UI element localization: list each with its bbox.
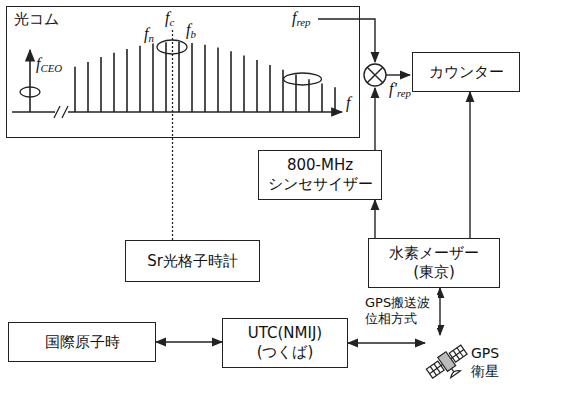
mixer-cross: [367, 67, 383, 83]
node-label: カウンター: [429, 63, 504, 82]
axis-break-mark: [62, 106, 68, 118]
arrow-connector: [156, 341, 222, 342]
comb-tooth: [126, 49, 128, 112]
comb-tooth: [243, 55, 245, 112]
comb-tooth: [282, 70, 284, 112]
comb-tooth: [269, 65, 271, 112]
comb-tooth: [217, 48, 219, 112]
arrow-connector: [348, 342, 425, 343]
comb-tooth: [152, 44, 154, 113]
mixer-symbol: [364, 64, 386, 86]
ceo-arrow: [29, 50, 31, 112]
frequency-label: fc: [165, 10, 174, 28]
satellite-node: GPS 衛星: [425, 335, 513, 395]
arrow-connector: [374, 200, 375, 238]
tai-box: 国際原子時: [8, 322, 156, 362]
node-label: 800-MHz シンセサイザー: [266, 156, 374, 194]
node-label: GPS 衛星: [471, 345, 507, 380]
fn-oval: [157, 40, 187, 54]
comb-tooth: [74, 67, 76, 112]
comb-tooth: [334, 87, 336, 112]
axis-break: [55, 106, 68, 118]
comb-tooth: [87, 62, 89, 112]
ceo-oval: [20, 87, 40, 97]
satellite-icon: [425, 337, 469, 387]
frequency-label: f'rep: [389, 81, 411, 99]
node-label: 国際原子時: [45, 333, 120, 352]
comb-tooth: [191, 43, 193, 112]
node-label: Sr光格子時計: [147, 252, 238, 271]
node-label: 光コム: [14, 10, 59, 29]
frequency-label: fCEO: [36, 56, 62, 74]
maser-box: 水素メーザー (東京): [368, 238, 500, 288]
mixer-output-arrow: [386, 74, 410, 75]
comb-tooth: [295, 75, 297, 112]
comb-teeth: [75, 42, 335, 112]
comb-tooth: [230, 51, 232, 112]
counter-box: カウンター: [412, 52, 520, 92]
comb-tooth: [139, 46, 141, 112]
arrow-connector: [439, 288, 440, 335]
synthesizer-box: 800-MHz シンセサイザー: [258, 150, 382, 200]
comb-tooth: [204, 45, 206, 112]
dotted-connector: [172, 138, 173, 240]
clock-box: Sr光格子時計: [125, 240, 260, 282]
comb-tooth: [100, 57, 102, 112]
fc-dotted-line: [172, 30, 173, 137]
arrow-connector: [469, 92, 470, 238]
frequency-label: f: [346, 95, 350, 111]
edge-label: GPS搬送波 位相方式: [364, 295, 438, 328]
node-label: UTC(NMIJ) (つくば): [230, 324, 340, 362]
frequency-label: fb: [186, 22, 196, 40]
node-label: 水素メーザー (東京): [378, 244, 490, 282]
synth-to-mixer-arrow: [374, 88, 375, 150]
comb-tooth: [321, 83, 323, 112]
frep-oval: [284, 73, 322, 85]
comb-tooth: [113, 53, 115, 112]
frequency-label: fn: [144, 26, 154, 44]
axis-break-mark: [54, 106, 60, 118]
frep-line: [318, 19, 375, 62]
utc-box: UTC(NMIJ) (つくば): [222, 318, 348, 368]
comb-tooth: [256, 60, 258, 112]
frequency-label: frep: [292, 10, 311, 28]
